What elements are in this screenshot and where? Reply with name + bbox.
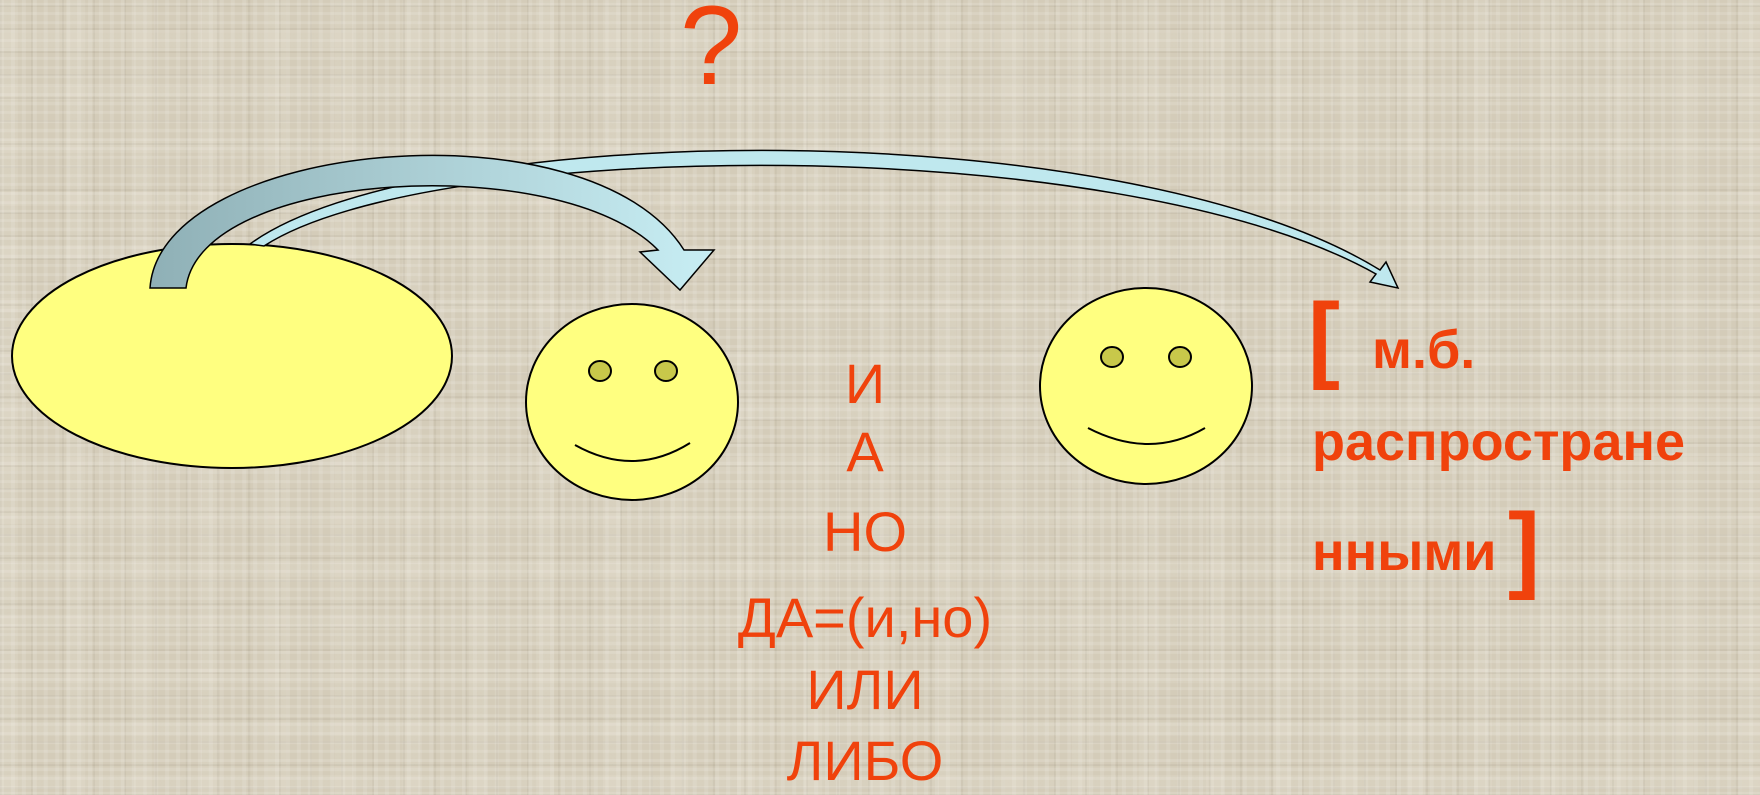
question-mark: ? — [680, 0, 743, 108]
close-bracket: ] — [1508, 494, 1540, 601]
thick-curved-arrow — [149, 154, 716, 292]
eye-icon — [588, 360, 612, 382]
conjunction-i: И — [844, 352, 886, 415]
note-line-1: м.б. — [1372, 320, 1476, 380]
conjunction-libo: ЛИБО — [786, 729, 944, 792]
smiley-face-2 — [1039, 287, 1253, 485]
open-bracket: [ — [1308, 284, 1340, 391]
conjunction-ili: ИЛИ — [806, 658, 924, 721]
conjunction-da: ДА=(и,но) — [737, 586, 993, 649]
subject-oval — [11, 243, 453, 469]
eye-icon — [1168, 346, 1192, 368]
note-line-2: распростране — [1312, 412, 1686, 472]
smile-icon — [1087, 427, 1206, 445]
smile-icon — [574, 442, 691, 462]
conjunction-a: А — [846, 420, 884, 483]
note-line-3: нными — [1312, 522, 1497, 582]
eye-icon — [1100, 346, 1124, 368]
conjunction-no: НО — [823, 500, 907, 563]
eye-icon — [654, 360, 678, 382]
smiley-face-1 — [525, 303, 739, 501]
